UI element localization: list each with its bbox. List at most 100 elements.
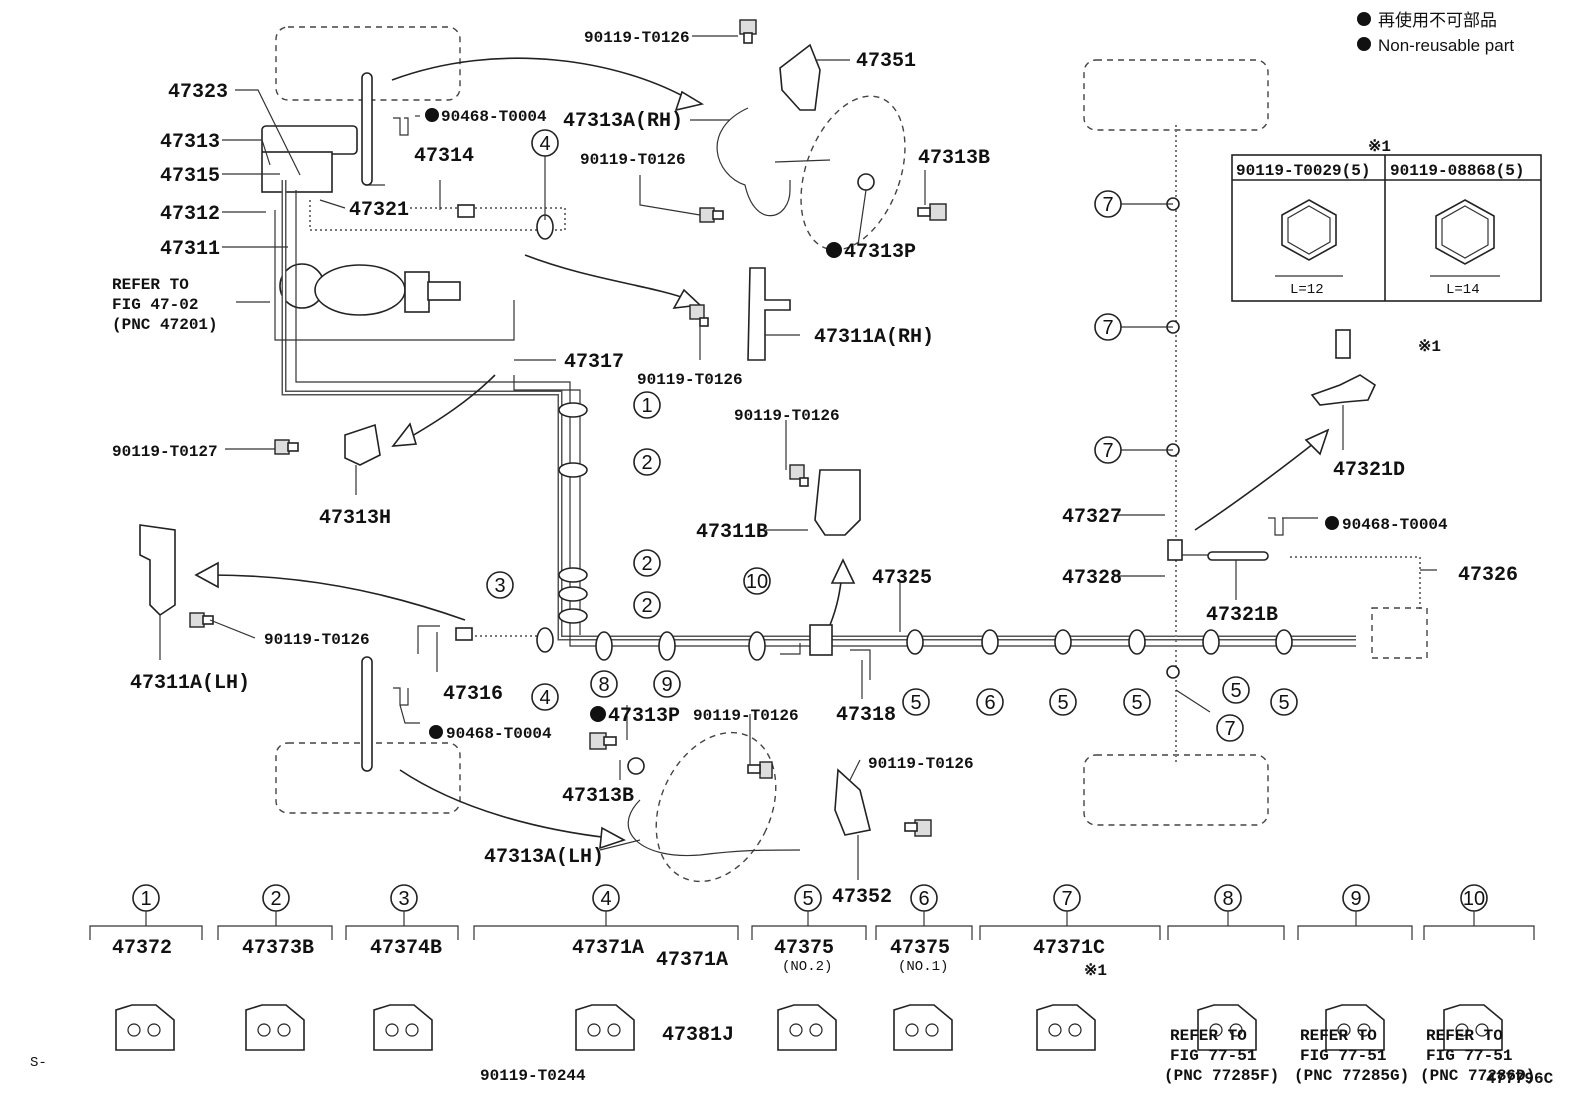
label-47321B: 47321B xyxy=(1206,604,1278,627)
vehicle-outline-front-right xyxy=(1083,59,1269,131)
label-90119-T0126: 90119-T0126 xyxy=(584,29,690,47)
label-47321D: 47321D xyxy=(1333,459,1405,482)
catalog-number: 4 xyxy=(600,888,611,910)
block-47326 xyxy=(1371,607,1428,659)
label-47313: 47313 xyxy=(160,131,220,154)
table-header-1: 90119-T0029(5) xyxy=(1236,162,1370,180)
clip-90468-c xyxy=(1268,517,1284,536)
catalog-number: 10 xyxy=(1463,888,1485,910)
catalog-part-number: 47374B xyxy=(370,937,442,960)
vehicle-outline-rear-right xyxy=(1083,754,1269,826)
catalog-part-number: 47373B xyxy=(242,937,314,960)
bracket-47351 xyxy=(779,43,821,111)
label-47313A-RH: 47313A(RH) xyxy=(563,110,683,133)
catalog-number: 2 xyxy=(270,888,281,910)
nonreusable-dot-icon xyxy=(425,108,439,122)
clamp-icon xyxy=(575,1004,635,1051)
bolt-icon xyxy=(699,207,724,223)
catalog-number: 1 xyxy=(140,888,151,910)
nonreusable-dot-icon xyxy=(826,242,842,258)
label-47313P: 47313P xyxy=(844,241,916,264)
label-90468-T0004: 90468-T0004 xyxy=(1342,516,1448,534)
catalog-number: 8 xyxy=(1222,888,1233,910)
figure-id: 477796C xyxy=(1486,1070,1554,1088)
washer-icon xyxy=(857,173,875,191)
catalog-part-number: 47375 xyxy=(774,937,834,960)
callout-4: 4 xyxy=(531,683,559,711)
svg-text:7: 7 xyxy=(1102,440,1113,462)
nonreusable-dot-icon xyxy=(1357,12,1371,26)
label-47313A-LH: 47313A(LH) xyxy=(484,846,604,869)
svg-text:5: 5 xyxy=(1057,692,1068,714)
label-47313B: 47313B xyxy=(562,785,634,808)
catalog-item-2: 2 47373B xyxy=(217,884,333,1051)
svg-text:7: 7 xyxy=(1102,317,1113,339)
label-90468-T0004: 90468-T0004 xyxy=(441,108,547,126)
catalog-ref-line3: (PNC 77285G) xyxy=(1294,1067,1409,1085)
catalog-ref-line2: FIG 77-51 xyxy=(1426,1047,1512,1065)
parts-drawings xyxy=(139,19,1428,857)
svg-text:7: 7 xyxy=(1224,718,1235,740)
svg-text:7: 7 xyxy=(1102,194,1113,216)
clamp-icon xyxy=(245,1004,305,1051)
hub-outline-front xyxy=(800,95,906,251)
catalog-part-number: 47371A xyxy=(656,949,728,972)
bolt-icon xyxy=(274,439,299,455)
callout-8: 8 xyxy=(590,670,618,698)
bracket-47311B xyxy=(814,469,861,536)
clamp-icon xyxy=(893,1004,953,1051)
hose-47313A-rh xyxy=(716,107,791,217)
label-note-ref: ※1 xyxy=(1418,338,1441,356)
catalog-ref-line2: FIG 77-51 xyxy=(1300,1047,1386,1065)
clip-90468-b xyxy=(393,687,409,706)
callout-2: 2 xyxy=(633,448,661,476)
bracket-47352 xyxy=(834,768,871,836)
catalog-part-number: 47381J xyxy=(662,1024,734,1047)
svg-text:1: 1 xyxy=(641,395,652,417)
label-refer-line3: (PNC 47201) xyxy=(112,316,218,334)
clamp-icon xyxy=(1197,1004,1257,1051)
callout-10: 10 xyxy=(743,567,771,595)
svg-text:5: 5 xyxy=(1278,692,1289,714)
pipe-clamps xyxy=(536,197,1293,679)
catalog-ref-line1: REFER TO xyxy=(1426,1027,1503,1045)
clamp-icon xyxy=(1443,1004,1503,1051)
union-47316 xyxy=(455,627,473,641)
table-header-2: 90119-08868(5) xyxy=(1390,162,1524,180)
label-47325: 47325 xyxy=(872,567,932,590)
nonreusable-dot-icon xyxy=(1325,516,1339,530)
svg-text:2: 2 xyxy=(641,553,652,575)
clamp-icon xyxy=(115,1004,175,1051)
clamp-icon xyxy=(1036,1004,1096,1051)
svg-text:3: 3 xyxy=(494,575,505,597)
tee-47311A-lh xyxy=(139,524,176,617)
callout-7: 7 xyxy=(1094,436,1122,464)
svg-text:4: 4 xyxy=(539,687,550,709)
leader-lines xyxy=(159,35,1437,880)
callout-5: 5 xyxy=(1123,688,1151,716)
callout-3: 3 xyxy=(486,571,514,599)
hex-bolt-head-icon xyxy=(1281,199,1337,261)
nonreusable-dot-icon xyxy=(590,706,606,722)
bolt-icon xyxy=(589,732,617,750)
label-47313P: 47313P xyxy=(608,705,680,728)
catalog-ref-line3: (PNC 77285F) xyxy=(1164,1067,1279,1085)
catalog-ref-line1: REFER TO xyxy=(1170,1027,1247,1045)
union-47314 xyxy=(457,204,475,218)
label-47311: 47311 xyxy=(160,238,220,261)
catalog-part-number: 47372 xyxy=(112,937,172,960)
callout-5: 5 xyxy=(1049,688,1077,716)
catalog-part-number: 47371C xyxy=(1033,937,1105,960)
hose-47313A-lh xyxy=(627,799,801,857)
svg-text:9: 9 xyxy=(661,674,672,696)
svg-text:5: 5 xyxy=(1131,692,1142,714)
svg-text:4: 4 xyxy=(539,133,550,155)
bolt-length-table: 90119-T0029(5) 90119-08868(5) L=12 L=14 xyxy=(1231,154,1542,302)
label-refer-line2: FIG 47-02 xyxy=(112,296,198,314)
svg-text:5: 5 xyxy=(1230,680,1241,702)
hex-bolt-head-icon xyxy=(1435,199,1495,265)
